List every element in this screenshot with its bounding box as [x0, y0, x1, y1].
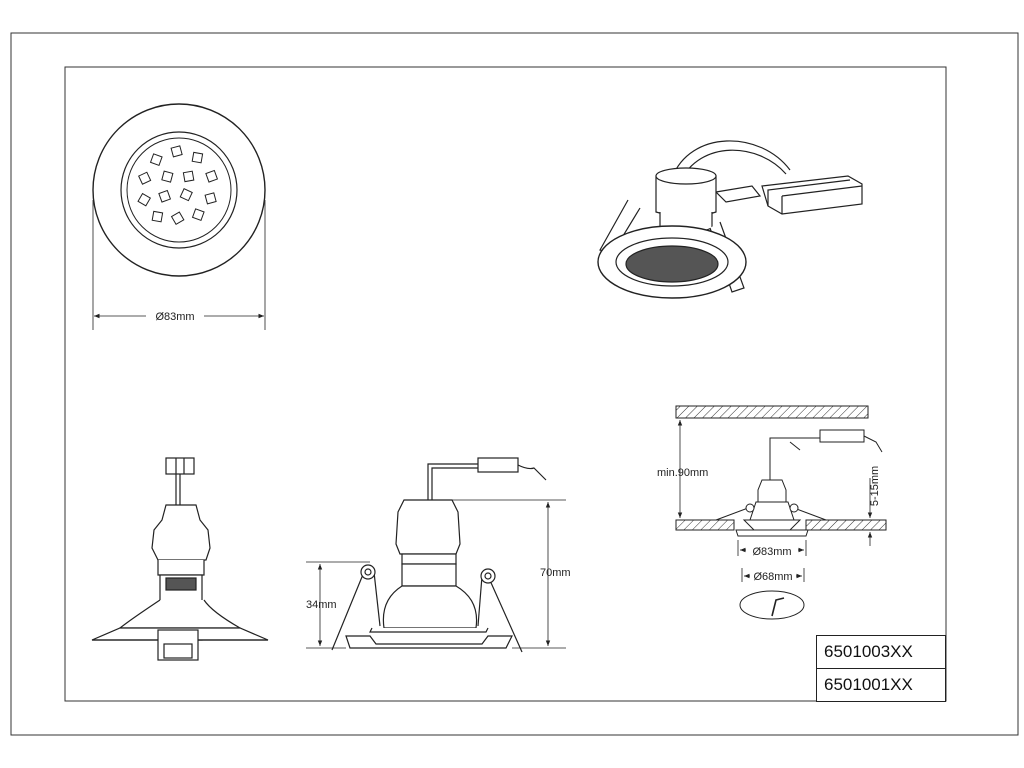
- product-code-1: 6501003XX: [816, 635, 946, 669]
- ceiling-thickness-label: 5-15mm: [869, 466, 881, 506]
- outer-frame: [10, 32, 1019, 736]
- height-total-label: 70mm: [540, 567, 571, 579]
- side-view: [91, 457, 269, 661]
- install-diameter-label: Ø83mm: [752, 546, 791, 558]
- height-body-label: 34mm: [306, 599, 337, 611]
- product-code-2: 6501001XX: [816, 668, 946, 702]
- section-view: [306, 457, 566, 653]
- installation-view: [675, 405, 887, 620]
- ceiling-clearance-label: min.90mm: [657, 467, 708, 479]
- led-chips: [137, 145, 219, 226]
- front-view: [92, 103, 266, 330]
- inner-frame: [64, 66, 947, 702]
- perspective-view: [597, 140, 863, 299]
- cutout-diameter-label: Ø68mm: [753, 571, 792, 583]
- front-diameter-label: Ø83mm: [155, 311, 194, 323]
